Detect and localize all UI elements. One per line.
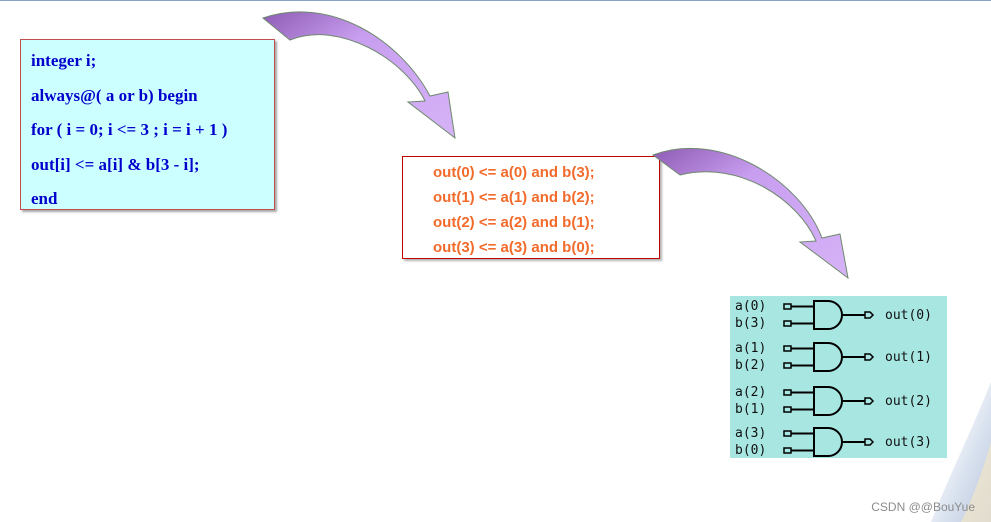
assignment-line: out(3) <= a(3) and b(0); xyxy=(433,239,595,256)
gate-input-a-label: a(3) xyxy=(735,426,766,441)
gate-input-b-label: b(3) xyxy=(735,316,766,331)
code-line: end xyxy=(31,189,58,208)
curved-arrow-1 xyxy=(261,11,456,140)
code-line: always@( a or b) begin xyxy=(31,85,198,105)
unrolled-assignments-box: out(0) <= a(0) and b(3); out(1) <= a(1) … xyxy=(402,156,660,259)
gate-input-b-label: b(1) xyxy=(735,402,766,417)
slide-corner-decoration xyxy=(931,382,991,522)
gate-input-a-label: a(2) xyxy=(735,385,766,400)
gate-input-b-label: b(2) xyxy=(735,358,766,373)
gate-output-label: out(3) xyxy=(885,435,932,450)
gate-input-a-label: a(0) xyxy=(735,299,766,314)
assignment-line: out(2) <= a(2) and b(1); xyxy=(433,214,595,231)
and-gate-symbol xyxy=(813,300,843,330)
gate-input-b-label: b(0) xyxy=(735,443,766,458)
gate-output-label: out(0) xyxy=(885,308,932,323)
and-gate-symbol xyxy=(813,386,843,416)
and-gate-row: a(0) b(3) out(0) xyxy=(735,299,932,331)
and-gate-row: a(2) b(1) out(2) xyxy=(735,385,932,417)
and-gate-row: a(3) b(0) out(3) xyxy=(735,426,932,458)
top-rule xyxy=(0,0,991,1)
and-gate-symbol xyxy=(813,427,843,457)
and-gate-symbol xyxy=(813,342,843,372)
gate-schematic-svg: a(0) b(3) out(0) a(1) b(2) out(1) a(2) b xyxy=(735,299,932,458)
gate-output-label: out(1) xyxy=(885,350,932,365)
code-line: out[i] <= a[i] & b[3 - i]; xyxy=(31,154,200,174)
gate-input-a-label: a(1) xyxy=(735,341,766,356)
watermark-text: CSDN @@BouYue xyxy=(871,500,975,514)
code-line: for ( i = 0; i <= 3 ; i = i + 1 ) xyxy=(31,120,228,139)
assignment-line: out(0) <= a(0) and b(3); xyxy=(433,164,595,181)
assignment-line: out(1) <= a(1) and b(2); xyxy=(433,189,595,206)
gate-output-label: out(2) xyxy=(885,394,932,409)
curved-arrow-2 xyxy=(651,147,849,280)
verilog-code-box: integer i; always@( a or b) begin for ( … xyxy=(20,39,275,210)
and-gate-row: a(1) b(2) out(1) xyxy=(735,341,932,373)
code-line: integer i; xyxy=(31,51,97,70)
and-gate-schematic: a(0) b(3) out(0) a(1) b(2) out(1) a(2) b xyxy=(730,296,947,458)
